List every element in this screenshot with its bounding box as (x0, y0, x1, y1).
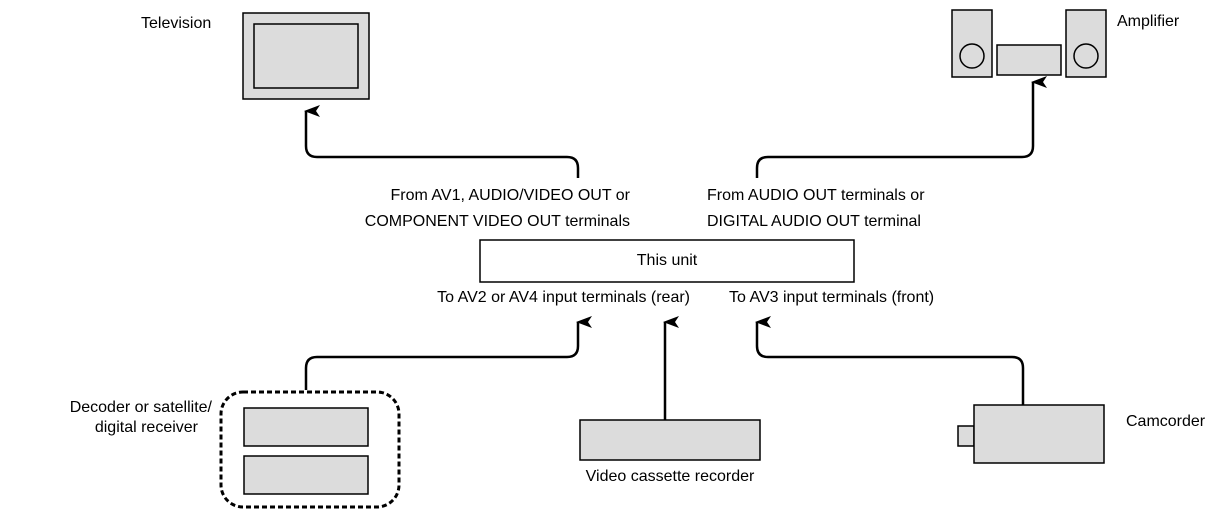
tv-connection-arrow (304, 105, 580, 178)
amp-connection-label-line2: DIGITAL AUDIO OUT terminal (707, 213, 921, 230)
this-unit-label: This unit (636, 252, 698, 269)
decoder-icon (243, 407, 369, 495)
tv-connection-label-line2: COMPONENT VIDEO OUT terminals (364, 213, 630, 230)
amplifier-label: Amplifier (1117, 13, 1180, 30)
amp-connection-arrow (755, 76, 1047, 178)
vcr-label: Video cassette recorder (585, 468, 755, 485)
television-label: Television (141, 15, 212, 32)
decoder-label-line2: digital receiver (94, 419, 198, 436)
front-input-label: To AV3 input terminals (front) (729, 289, 935, 306)
rear-input-label: To AV2 or AV4 input terminals (rear) (437, 289, 690, 306)
amplifier-icon (951, 9, 1107, 78)
camcorder-label: Camcorder (1126, 413, 1206, 430)
tv-connection-label-line1: From AV1, AUDIO/VIDEO OUT or (390, 187, 630, 204)
this-unit-box (479, 239, 855, 283)
decoder-connection-arrow (304, 316, 592, 390)
amp-connection-label-line1: From AUDIO OUT terminals or (707, 187, 925, 204)
camcorder-connection-arrow (755, 316, 1025, 405)
decoder-label-line1: Decoder or satellite/ (69, 399, 212, 416)
camcorder-icon (957, 404, 1105, 464)
decoder-group-outline (219, 390, 401, 509)
television-icon (242, 12, 370, 100)
vcr-icon (579, 419, 761, 461)
